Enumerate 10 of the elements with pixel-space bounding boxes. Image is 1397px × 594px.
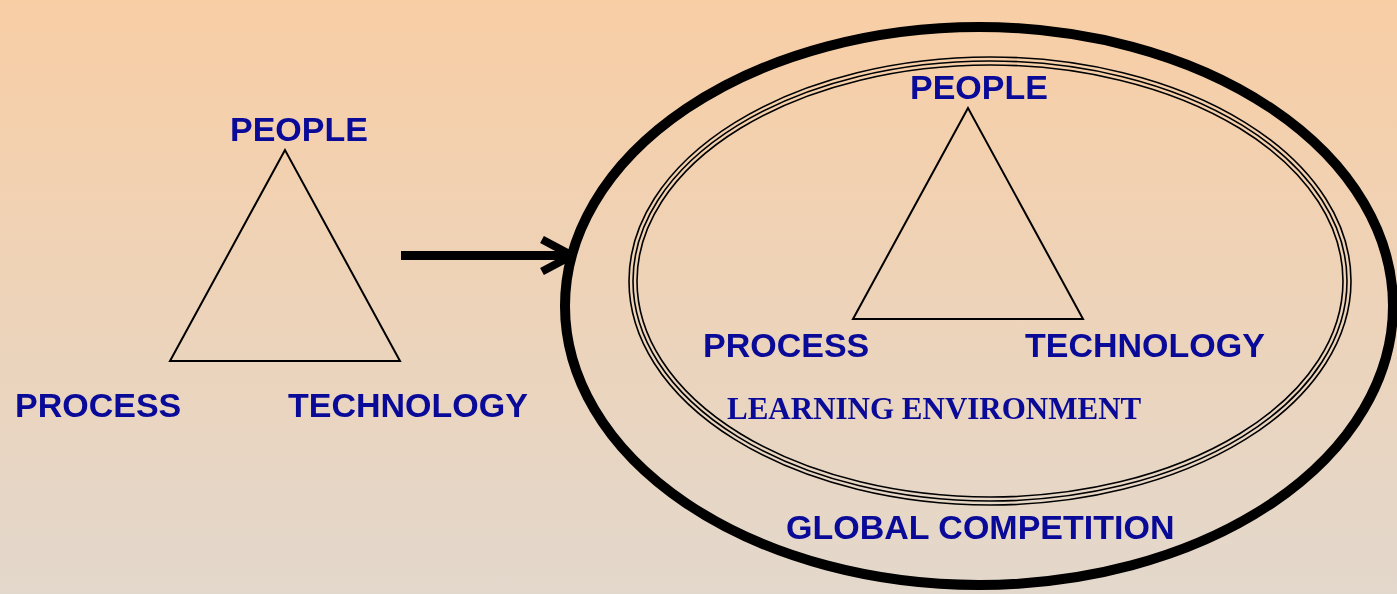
ellipse-label: LEARNING ENVIRONMENT (727, 393, 1142, 424)
vertex-label: TECHNOLOGY (288, 388, 528, 422)
vertex-label: PROCESS (15, 388, 182, 422)
triangle-shape (169, 149, 401, 362)
triangle-shape (852, 107, 1084, 320)
vertex-label: PROCESS (703, 328, 870, 362)
ellipse-label: GLOBAL COMPETITION (786, 510, 1175, 544)
vertex-label: TECHNOLOGY (1025, 328, 1265, 362)
vertex-label: PEOPLE (230, 112, 368, 146)
vertex-label: PEOPLE (910, 70, 1048, 104)
